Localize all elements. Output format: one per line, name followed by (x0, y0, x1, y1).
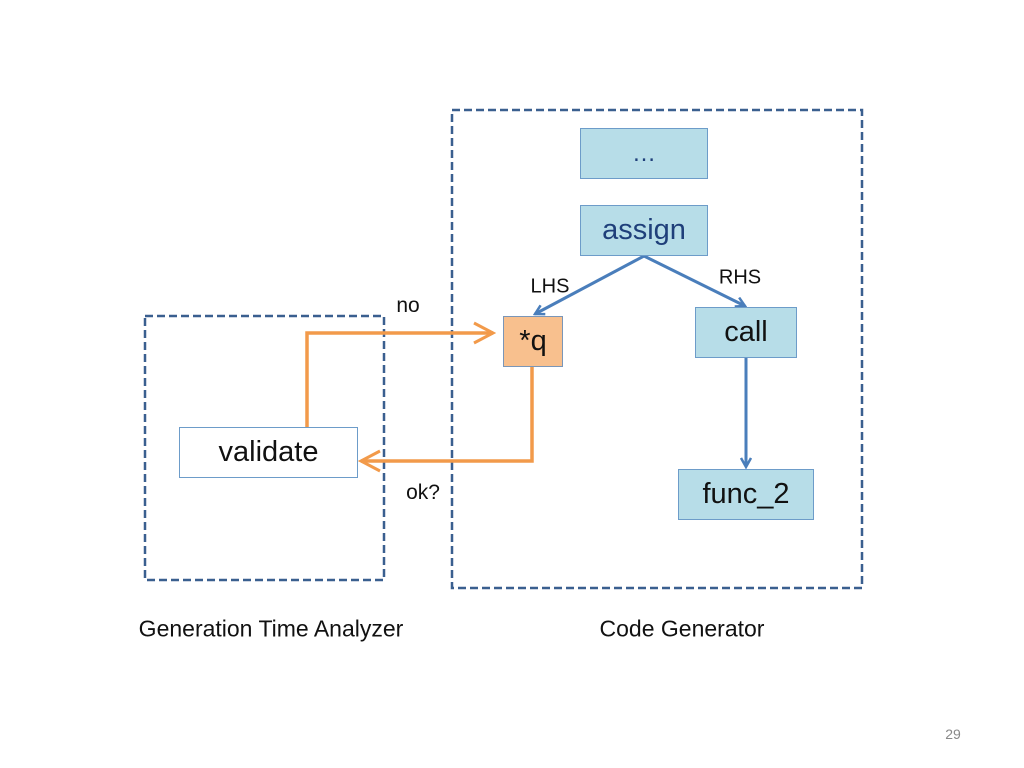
no-label: no (396, 294, 420, 317)
validate-node-label: validate (218, 436, 319, 468)
ok-label: ok? (406, 481, 440, 504)
ellipsis-node: … (580, 128, 708, 179)
ok-arrow (361, 367, 534, 461)
no-arrow (305, 333, 493, 427)
func-2-node-label: func_2 (702, 478, 790, 510)
deref-q-node-label: *q (519, 325, 547, 357)
code-generator-caption: Code Generator (599, 615, 765, 642)
assign-node: assign (580, 205, 708, 256)
call-node: call (695, 307, 797, 358)
ellipsis-node-label: … (632, 139, 656, 167)
rhs-arrow (643, 254, 745, 306)
validate-node: validate (179, 427, 358, 478)
lhs-label: LHS (530, 275, 570, 298)
rhs-label: RHS (718, 266, 762, 289)
assign-node-label: assign (602, 214, 686, 246)
deref-q-node: *q (503, 316, 563, 367)
func-2-node: func_2 (678, 469, 814, 520)
page-number: 29 (945, 726, 961, 742)
lhs-arrow (535, 254, 645, 314)
analyzer-caption: Generation Time Analyzer (138, 615, 404, 642)
call-node-label: call (724, 316, 768, 348)
code-generator-group-border (450, 108, 864, 590)
